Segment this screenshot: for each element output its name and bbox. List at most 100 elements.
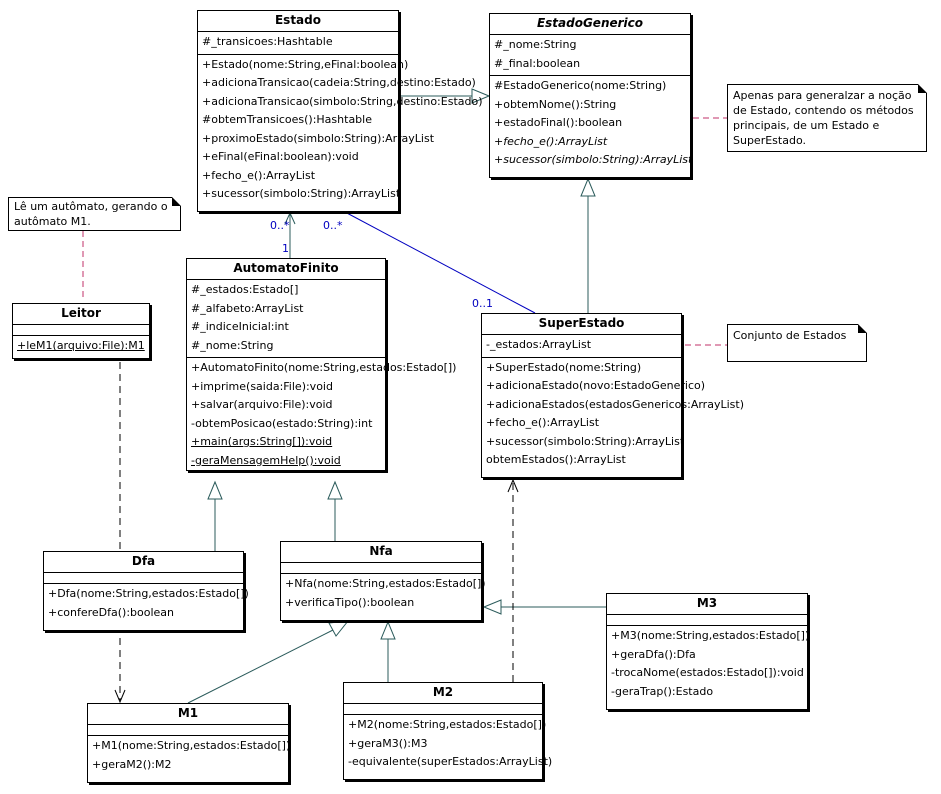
method-row: +main(args:String[]):void [187,433,385,452]
method-text: +geraDfa():Dfa [611,647,696,661]
multiplicity-estado-right: 0..* [323,219,343,232]
class-automato-finito[interactable]: AutomatoFinito#_estados:Estado[]#_alfabe… [186,258,456,471]
method-row: +sucessor(simbolo:String):ArrayList [490,151,692,170]
method-text: +M2(nome:String,estados:Estado[]) [348,718,547,731]
method-row: +fecho_e():ArrayList [490,133,690,152]
class-m3[interactable]: M3 +M3(nome:String,estados:Estado[]) +gera… [606,593,810,710]
methods-compartment: +Nfa(nome:String,estados:Estado[]) +verif… [281,574,486,614]
dependency-arrowhead [114,689,126,704]
method-row: #EstadoGenerico(nome:String) [490,77,690,96]
class-estado-generico[interactable]: EstadoGenerico #_nome:String #_final:boole… [489,13,692,178]
generalization-arrowhead [328,620,350,637]
generalization-arrowhead [580,177,596,197]
multiplicity-superestado: 0..1 [472,297,493,310]
edge-m1-generalization [187,629,334,704]
attribute-row: #_final:boolean [494,56,581,70]
method-row: +SuperEstado(nome:String) [482,359,681,378]
attribute-row: #_alfabeto:ArrayList [191,301,304,315]
attributes-compartment [44,573,243,584]
method-text: +confereDfa():boolean [48,605,175,619]
generalization-arrowhead [482,599,502,615]
attribute-row: #_transicoes:Hashtable [202,35,333,48]
methods-compartment: +leM1(arquivo:File):M1 [13,336,149,358]
method-text: +main(args:String[]):void [191,435,333,448]
methods-compartment: +M2(nome:String,estados:Estado[])+geraM3… [344,715,552,774]
attribute-row: #_nome:String [494,38,577,51]
method-row: +geraM2():M2 [88,756,288,775]
attribute-row: #_nome:String [191,338,274,352]
method-row: +confereDfa():boolean [44,604,243,623]
methods-compartment: +Dfa(nome:String,estados:Estado[])+confe… [44,584,249,624]
method-row: +adicionaEstado(novo:EstadoGenerico) [482,377,705,396]
method-text: -obtemPosicao(estado:String):int [191,416,373,430]
method-text: +fecho_e():ArrayList [486,416,600,429]
method-text: +verificaTipo():boolean [285,595,415,609]
edge-estado-superestado [344,211,536,314]
class-name: M3 [607,594,807,615]
class-leitor[interactable]: Leitor+leM1(arquivo:File):M1 [12,303,150,359]
attribute-row: #_estados:Estado[] [191,283,299,296]
method-text: +imprime(saida:File):void [191,379,333,393]
class-m1[interactable]: M1+M1(nome:String,estados:Estado[])+gera… [87,703,290,783]
method-row: +Estado(nome:String,eFinal:boolean) [198,56,408,75]
method-row: +M1(nome:String,estados:Estado[]) [88,737,290,756]
navigation-arrowhead [284,211,296,225]
method-text: -trocaNome(estados:Estado[]):void [611,666,804,679]
method-text: +sucessor(simbolo:String):ArrayList [486,434,685,448]
method-row: +geraDfa():Dfa [607,646,807,665]
method-text: +Nfa(nome:String,estados:Estado[]) [285,577,486,590]
method-row: +M2(nome:String,estados:Estado[]) [344,716,546,735]
class-name: EstadoGenerico [490,14,690,35]
method-text: +salvar(arquivo:File):void [191,398,333,411]
method-text: obtemEstados():ArrayList [486,453,626,466]
method-row: +fecho_e():ArrayList [198,167,398,186]
method-row: +sucessor(simbolo:String):ArrayList [198,185,401,204]
method-text: +fecho_e():ArrayList [202,168,316,182]
attributes-compartment: #_transicoes:Hashtable [198,32,398,55]
methods-compartment: +M3(nome:String,estados:Estado[]) +geraDf… [607,626,810,703]
class-nfa[interactable]: Nfa+Nfa(nome:String,estados:Estado[])+ve… [280,541,486,621]
attributes-compartment: -_estados:ArrayList [482,335,681,358]
method-row: +adicionaTransicao(simbolo:String,destin… [198,93,483,112]
method-row: +imprime(saida:File):void [187,378,385,397]
note-fold-corner [858,324,867,333]
method-text: #obtemTransicoes():Hashtable [202,113,372,126]
method-text: +sucessor(simbolo:String):ArrayList [202,187,401,200]
note-fold-corner [172,197,181,206]
method-row: +estadoFinal():boolean [490,114,690,133]
method-row: +eFinal(eFinal:boolean):void [198,148,398,167]
note-super-estado: Conjunto de Estados [727,324,867,362]
class-dfa[interactable]: Dfa +Dfa(nome:String,estados:Estado[])+co… [43,551,249,631]
method-row: +salvar(arquivo:File):void [187,396,385,415]
multiplicity-estado-left: 0..* [270,219,290,232]
attributes-compartment: #_nome:String #_final:boolean [490,35,690,76]
note-text: Apenas para generalzar a noção de Estado… [733,89,914,147]
class-name: Dfa [44,552,243,573]
method-row: +M3(nome:String,estados:Estado[]) [607,627,810,646]
method-row: #obtemTransicoes():Hashtable [198,111,398,130]
method-row: +Dfa(nome:String,estados:Estado[]) [44,585,249,604]
method-row: obtemEstados():ArrayList [482,451,681,470]
generalization-arrowhead [327,480,343,500]
method-text: -geraTrap():Estado [611,684,714,698]
method-text: +leM1(arquivo:File):M1 [17,339,145,352]
method-row: +proximoEstado(simbolo:String):ArrayList [198,130,434,149]
class-super-estado[interactable]: SuperEstado-_estados:ArrayList+SuperEsta… [481,313,744,478]
class-name: M2 [344,683,542,704]
method-text: +M3(nome:String,estados:Estado[]) [611,629,810,642]
method-row: +adicionaTransicao(cadeia:String,destino… [198,74,476,93]
note-fold-corner [918,84,927,93]
method-row: +verificaTipo():boolean [281,594,481,613]
note-text: Conjunto de Estados [733,329,847,342]
method-text: +adicionaEstados(estadosGenericos:ArrayL… [486,397,744,411]
method-row: -trocaNome(estados:Estado[]):void [607,664,807,683]
attributes-compartment [88,725,288,736]
method-row: +leM1(arquivo:File):M1 [13,337,149,356]
attributes-compartment [344,704,542,715]
class-m2[interactable]: M2 +M2(nome:String,estados:Estado[])+gera… [343,682,552,780]
attributes-compartment: #_estados:Estado[] #_alfabeto:ArrayList #_… [187,280,385,358]
class-estado[interactable]: Estado#_transicoes:Hashtable+Estado(nome… [197,10,483,212]
note-text: Lê um autômato, gerando o autômato M1. [14,200,168,228]
method-text: +SuperEstado(nome:String) [486,360,642,374]
